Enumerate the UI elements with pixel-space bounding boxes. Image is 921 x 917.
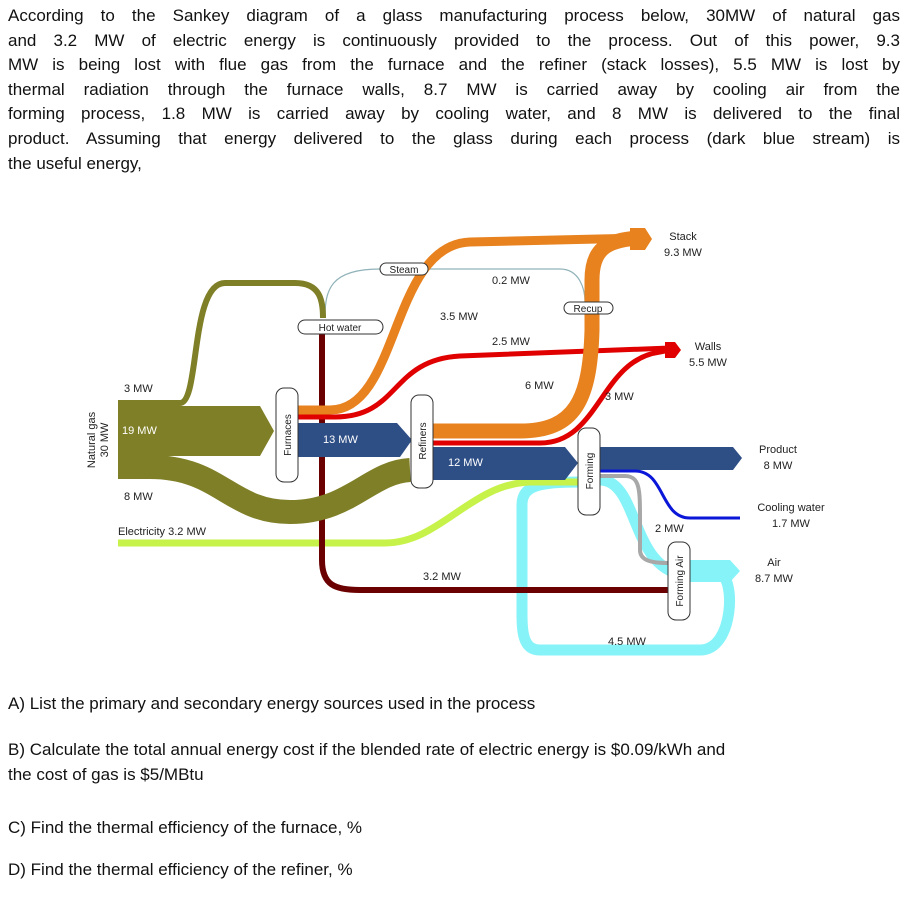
forming-label: Forming [585,453,596,490]
walls-furnace-flow [298,345,671,420]
gas-19mw-label: 19 MW [122,425,157,437]
air-label: Air [767,557,781,569]
flow-6-label: 6 MW [525,380,554,392]
furnaces-label: Furnaces [283,414,294,456]
intro-line: thermal radiation through the furnace wa… [8,79,900,99]
natural-gas-value: 30 MW [99,422,111,457]
gas-8mw-flow [118,455,412,525]
flow-3-label: 3 MW [605,391,634,403]
air-value: 8.7 MW [755,573,794,585]
flow-25-label: 2.5 MW [492,336,531,348]
stack-label: Stack [669,231,697,243]
walls-refiner-flow [433,347,671,446]
steam-node [379,262,429,276]
problem-statement: According to the Sankey diagram of a gla… [8,4,900,176]
gas-3mw-label: 3 MW [124,383,153,395]
refiners-node [410,394,434,489]
furnaces-node [275,387,299,483]
grey-flow [600,474,669,565]
product-arrow [600,447,742,470]
recup-node [563,301,614,315]
flow-32-label: 3.2 MW [423,571,462,583]
question-b-line2: the cost of gas is $5/MBtu [8,765,204,784]
intro-line: MW is being lost with flue gas from the … [8,55,900,75]
steam-label: Steam [390,265,419,276]
useful-13mw-label: 13 MW [323,434,358,446]
question-a: A) List the primary and secondary energy… [8,694,536,713]
flow-02-label: 0.2 MW [492,275,531,287]
flow-45-label: 4.5 MW [608,636,647,648]
flow-35-label: 3.5 MW [440,311,479,323]
cooling-water-flow [600,469,740,520]
gas-19mw-arrow [118,406,274,456]
walls-label: Walls [695,341,722,353]
recup-label: Recup [574,304,603,315]
stack-refiner-flow [433,230,641,439]
cooling-water-value: 1.7 MW [772,518,811,530]
useful-12mw-arrow [433,447,578,480]
hot-water-label: Hot water [319,323,362,334]
flow-2-label: 2 MW [655,523,684,535]
stack-value: 9.3 MW [664,247,703,259]
stack-furnace-flow [298,233,641,415]
hot-water-node [297,319,384,335]
useful-12mw-label: 12 MW [448,457,483,469]
walls-arrow [665,342,681,358]
product-value: 8 MW [764,460,793,472]
intro-line: According to the Sankey diagram of a gla… [8,6,900,25]
electricity-label: Electricity 3.2 MW [118,526,207,538]
hot-water-flow [319,334,672,593]
question-b-line1: B) Calculate the total annual energy cos… [8,740,726,759]
question-c: C) Find the thermal efficiency of the fu… [8,818,363,837]
product-label: Product [759,444,797,456]
refiners-label: Refiners [418,422,429,459]
air-arrow [690,560,740,582]
intro-line: product. Assuming that energy delivered … [8,128,900,148]
useful-13mw-arrow [298,423,412,457]
gas-3mw-flow [118,280,326,406]
forming-node [577,427,601,516]
intro-line: forming process, 1.8 MW is carried away … [8,104,900,124]
intro-line: the useful energy, [8,153,142,173]
natural-gas-label: Natural gas [86,411,98,468]
question-d: D) Find the thermal efficiency of the re… [8,860,353,879]
gas-8mw-label: 8 MW [124,491,153,503]
forming-air-label: Forming Air [675,555,686,607]
electricity-flow [118,478,580,547]
intro-line: and 3.2 MW of electric energy is continu… [8,30,900,50]
cooling-water-label: Cooling water [757,502,825,514]
forming-air-node [667,541,691,621]
walls-value: 5.5 MW [689,357,728,369]
